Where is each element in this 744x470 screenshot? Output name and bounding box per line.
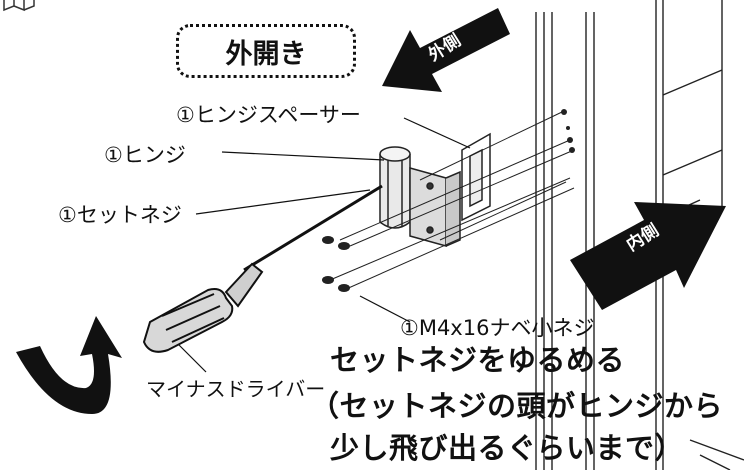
inside-arrow-icon: [570, 202, 726, 310]
screwdriver-label: マイナスドライバー: [146, 377, 326, 401]
hinge-label: ①ヒンジ: [104, 143, 186, 167]
rotate-arrow-icon: [16, 316, 122, 414]
title-badge: 外開き: [176, 24, 356, 78]
instruction-line-1: セットネジをゆるめる: [330, 343, 626, 377]
hinge-spacer: [461, 132, 491, 222]
hinge-spacer-label: ①ヒンジスペーサー: [176, 103, 361, 127]
outside-arrow-icon: [382, 8, 510, 92]
screwdriver-icon: [142, 184, 383, 353]
hinge: [379, 146, 461, 247]
instruction-line-3: 少し飛び出るぐらいまで）: [330, 431, 685, 465]
instruction-line-2: （セットネジの頭がヒンジから: [310, 389, 724, 423]
set-screw-label: ①セットネジ: [58, 203, 182, 227]
screw-guide-lines: [329, 111, 575, 291]
leader-lines: [177, 117, 471, 373]
pan-screw-label: ①M4x16ナベ小ネジ: [400, 316, 595, 340]
corner-part-icon: [3, 0, 35, 12]
pan-screw-icon: [322, 109, 575, 292]
